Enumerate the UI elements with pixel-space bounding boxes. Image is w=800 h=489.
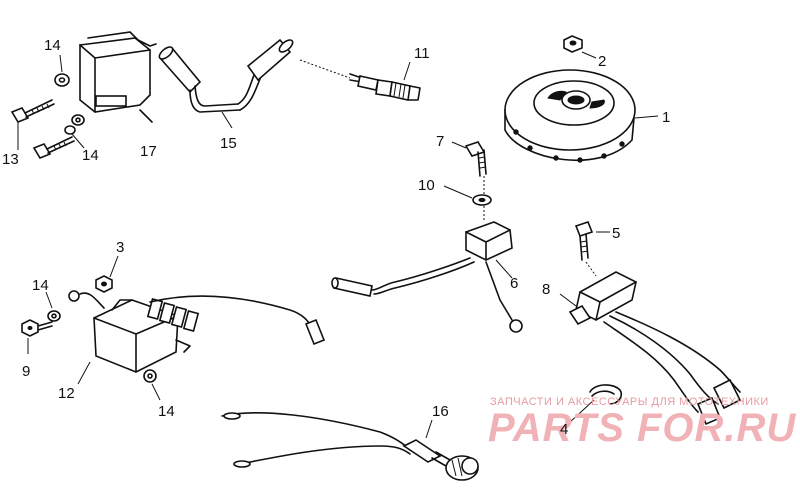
bolt-part-13 (10, 99, 75, 159)
callout-16: 16 (432, 403, 449, 420)
callout-2: 2 (598, 53, 606, 70)
washer-part-14-upper (54, 54, 85, 149)
callout-12: 12 (58, 385, 75, 402)
watermark-tagline: ЗАПЧАСТИ И АКСЕССУАРЫ ДЛЯ МОТОТЕХНИКИ (490, 396, 769, 408)
nut-part-3 (95, 255, 119, 293)
callout-4: 4 (560, 421, 568, 438)
callout-15: 15 (220, 135, 237, 152)
callout-7: 7 (436, 133, 444, 150)
pulser-coil-part (331, 221, 523, 333)
callout-9: 9 (22, 363, 30, 380)
callout-13: 13 (2, 151, 19, 168)
clip-part (569, 384, 623, 423)
washer-part-14-lower (45, 291, 161, 401)
callout-14-top: 14 (44, 37, 61, 54)
regulator-part (559, 271, 742, 426)
callout-10: 10 (418, 177, 435, 194)
callout-labels: 1 2 3 4 5 6 7 8 9 10 11 12 13 14 14 14 1… (2, 37, 670, 438)
cdi-unit-part (68, 290, 326, 385)
callout-11: 11 (414, 45, 430, 62)
callout-8: 8 (542, 281, 550, 298)
flywheel-nut-part (563, 35, 597, 59)
flywheel-part (504, 69, 659, 163)
wire-harness-part (221, 412, 479, 481)
nut-part-9 (21, 319, 53, 354)
screw-part-5 (574, 221, 610, 277)
callout-1: 1 (662, 109, 670, 126)
watermark: ЗАПЧАСТИ И АКСЕССУАРЫ ДЛЯ МОТОТЕХНИКИ PA… (488, 396, 796, 450)
spark-plug-part (349, 61, 421, 101)
callout-17: 17 (140, 143, 157, 160)
callout-5: 5 (612, 225, 620, 242)
callout-6: 6 (510, 275, 518, 292)
screw-part-7 (451, 141, 487, 196)
watermark-brand: PARTS FOR.RU (488, 406, 796, 450)
callout-14-left: 14 (32, 277, 49, 294)
washer-part-10 (443, 185, 492, 222)
ignition-coil-part (79, 31, 157, 123)
callout-14-bottom: 14 (158, 403, 175, 420)
spark-plug-lead-part (158, 38, 294, 129)
callout-14-mid: 14 (82, 147, 99, 164)
callout-3: 3 (116, 239, 124, 256)
